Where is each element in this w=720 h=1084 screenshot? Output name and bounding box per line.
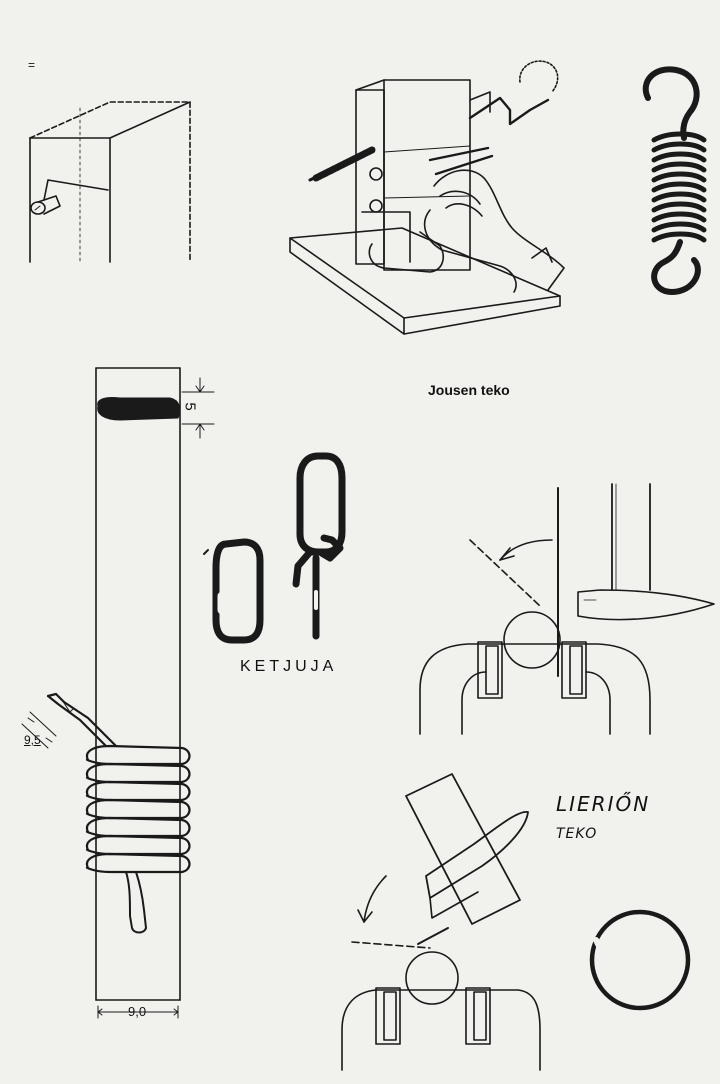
slot-width-dimension: 5 — [181, 402, 199, 411]
chains-caption: KETJUJA — [240, 658, 338, 675]
rod-width-dimension: 9,0 — [128, 1004, 147, 1019]
spring-mandrel-figure — [21, 367, 215, 1019]
bend-length-dimension: 9,5 — [24, 733, 41, 747]
spring-making-caption: Jousen teko — [428, 382, 510, 398]
chain-links-figure — [203, 452, 346, 644]
cylinder-caption-line2: TEKO — [556, 826, 598, 842]
extension-spring-figure — [642, 66, 707, 295]
page-mark: = — [28, 58, 36, 72]
finished-cylinder-figure — [589, 909, 691, 1011]
wooden-block-figure — [29, 101, 191, 263]
anvil-hammer-upper-figure — [419, 483, 715, 735]
anvil-hammer-lower-figure — [341, 773, 541, 1071]
spring-coiling-vise-figure — [289, 60, 565, 335]
cylinder-caption-line1: LIERIŐN — [556, 792, 651, 816]
